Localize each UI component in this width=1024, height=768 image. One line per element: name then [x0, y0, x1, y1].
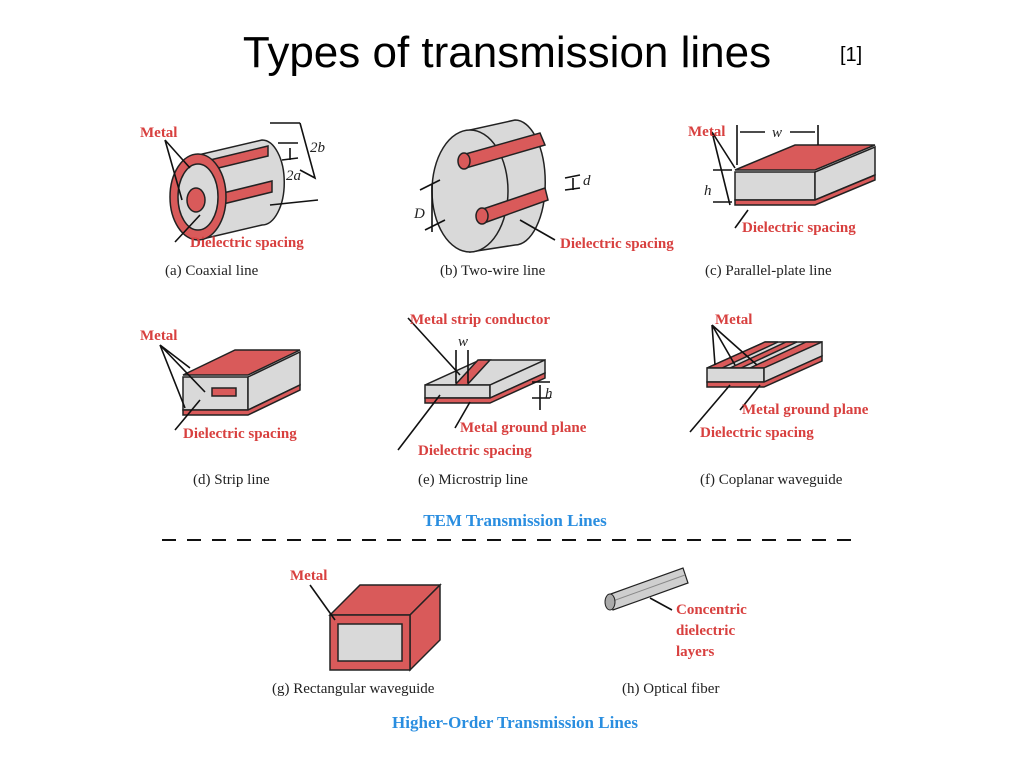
optical-fiber-figure: Concentric dielectric layers (h) Optical…	[604, 567, 747, 697]
coplanar-dielectric-label: Dielectric spacing	[700, 425, 814, 441]
reference-marker: [1]	[840, 44, 863, 66]
strip-line-caption: (d) Strip line	[193, 472, 270, 488]
microstrip-h-dimension: h	[545, 386, 553, 402]
coplanar-caption: (f) Coplanar waveguide	[700, 472, 843, 488]
two-wire-line-figure: d D Dielectric spacing (b) Two-wire line	[413, 119, 674, 279]
waveguide-caption: (g) Rectangular waveguide	[272, 681, 435, 697]
waveguide-metal-label: Metal	[290, 568, 327, 584]
coax-metal-label: Metal	[140, 125, 177, 141]
parallel-plate-figure: Metal w h Dielectric spacing (c) Paralle…	[688, 124, 876, 279]
strip-line-dielectric-label: Dielectric spacing	[183, 426, 297, 442]
coplanar-metal-label: Metal	[715, 312, 752, 328]
coax-caption: (a) Coaxial line	[165, 263, 259, 279]
coplanar-waveguide-figure: Metal Metal ground plane Dielectric spac…	[689, 312, 869, 488]
two-wire-caption: (b) Two-wire line	[440, 263, 546, 279]
two-wire-d-dimension: d	[583, 173, 591, 189]
microstrip-line-figure: Metal strip conductor w h Metal ground p…	[397, 312, 587, 488]
parallel-plate-w-dimension: w	[772, 125, 782, 141]
strip-line-metal-label: Metal	[140, 328, 177, 344]
parallel-plate-h-dimension: h	[704, 183, 712, 199]
microstrip-ground-label: Metal ground plane	[460, 420, 587, 436]
coax-inner-dimension: 2a	[286, 168, 301, 184]
tem-section-title: TEM Transmission Lines	[423, 511, 607, 530]
parallel-plate-caption: (c) Parallel-plate line	[705, 263, 832, 279]
strip-line-figure: Metal Dielectric spacing (d) Strip line	[140, 328, 301, 488]
two-wire-dielectric-label: Dielectric spacing	[560, 236, 674, 252]
coaxial-line-figure: Metal Dielectric spacing 2b 2a (a) Coaxi…	[140, 122, 326, 279]
fiber-layers-label-1: Concentric	[676, 602, 747, 618]
fiber-layers-label-2: dielectric	[676, 623, 735, 639]
parallel-plate-metal-label: Metal	[688, 124, 725, 140]
coax-outer-dimension: 2b	[310, 140, 326, 156]
microstrip-strip-label: Metal strip conductor	[410, 312, 550, 328]
slide-title: Types of transmission lines	[242, 28, 772, 77]
rectangular-waveguide-figure: Metal (g) Rectangular waveguide	[272, 568, 442, 697]
microstrip-caption: (e) Microstrip line	[418, 472, 528, 488]
microstrip-dielectric-label: Dielectric spacing	[418, 443, 532, 459]
parallel-plate-dielectric-label: Dielectric spacing	[742, 220, 856, 236]
fiber-caption: (h) Optical fiber	[622, 681, 719, 697]
microstrip-w-dimension: w	[458, 334, 468, 350]
higher-order-section-title: Higher-Order Transmission Lines	[392, 713, 638, 732]
two-wire-D-dimension: D	[413, 206, 425, 222]
coplanar-ground-label: Metal ground plane	[742, 402, 869, 418]
coax-dielectric-label: Dielectric spacing	[190, 235, 304, 251]
fiber-layers-label-3: layers	[676, 644, 714, 660]
